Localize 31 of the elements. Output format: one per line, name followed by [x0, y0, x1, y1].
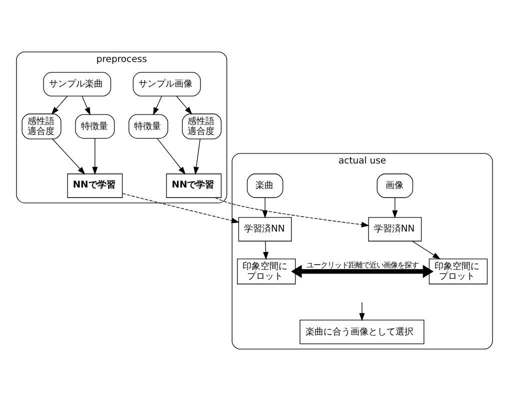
node-box: サンプル画像 [132, 72, 201, 96]
arrow [92, 138, 98, 175]
node-box: 楽曲に合う画像として選択 [300, 320, 424, 344]
node-box: 特徴量 [75, 114, 115, 139]
node-box: 印象空間にプロット [237, 258, 296, 284]
node-box: 学習済NN [368, 217, 422, 242]
arrow [392, 197, 398, 218]
arrow [157, 138, 186, 175]
arrow [412, 240, 441, 260]
node-box: NNで学習 [166, 174, 222, 198]
arrow [82, 96, 90, 116]
node-box: 感性語適合度 [22, 114, 62, 140]
arrow [262, 197, 268, 218]
arrow [262, 240, 269, 260]
node-box: 楽曲 [246, 174, 284, 198]
node-box: 学習済NN [238, 217, 292, 242]
arrow [51, 96, 68, 115]
node-box: NNで学習 [67, 174, 123, 198]
arrow [153, 96, 162, 116]
arrow [176, 96, 192, 115]
arrow [52, 138, 86, 175]
node-box: 特徴量 [128, 114, 168, 139]
arrow [194, 138, 200, 175]
arrow [359, 302, 365, 322]
node-box: 印象空間にプロット [428, 258, 488, 284]
node-box: 画像 [376, 174, 414, 198]
node-box: サンプル楽曲 [43, 72, 112, 96]
node-box: 感性語適合度 [182, 114, 222, 140]
arrow [122, 193, 240, 224]
arrow [214, 197, 370, 228]
arrow [291, 264, 434, 278]
